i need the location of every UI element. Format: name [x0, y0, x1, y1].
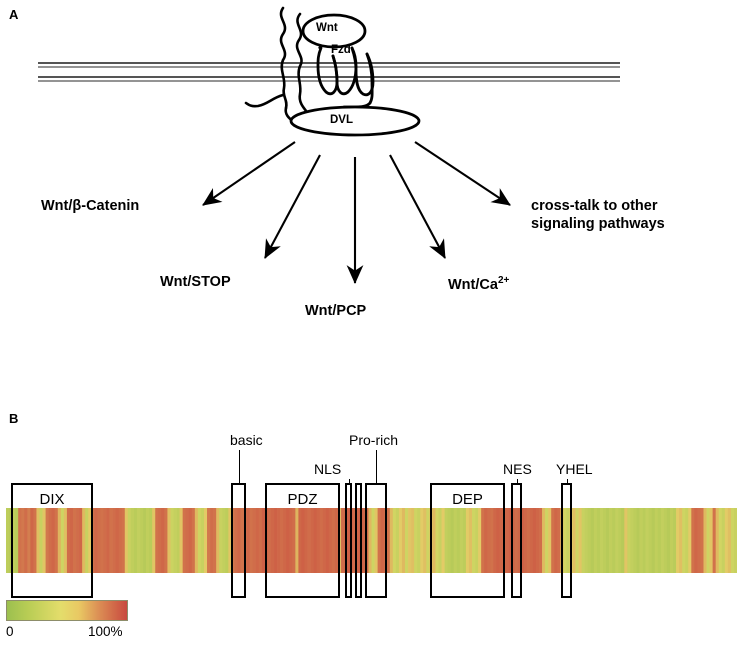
- domain-box-nes[interactable]: [511, 483, 522, 598]
- domain-callout-label-pro-rich: Pro-rich: [349, 432, 399, 448]
- pathway-label-wnt-pcp: Wnt/PCP: [305, 303, 367, 319]
- color-legend-max-label: 100%: [88, 624, 123, 639]
- cross-talk-line-1: cross-talk to other: [531, 198, 658, 214]
- domain-box-nls2[interactable]: [355, 483, 362, 598]
- lrp-receptor-icon: [244, 6, 298, 126]
- domain-callout-label-nes: NES: [503, 461, 532, 477]
- conservation-heatmap: [6, 508, 737, 573]
- wnt-ligand-icon: [301, 13, 367, 49]
- domain-box-pdz[interactable]: [265, 483, 340, 598]
- domain-callout-label-nls: NLS: [314, 461, 342, 477]
- domain-leader-line-pro-rich: [376, 450, 377, 483]
- domain-leader-line-nls: [348, 479, 350, 483]
- domain-box-label-dix: DIX: [39, 491, 65, 508]
- fzd-label: Fzd: [331, 44, 351, 56]
- panel-a: A: [9, 6, 665, 319]
- plasma-membrane: [38, 62, 620, 82]
- domain-box-pro-rich[interactable]: [365, 483, 387, 598]
- pathway-label-wnt-ca-superscript: 2+: [497, 275, 510, 286]
- panel-a-diagram: [38, 6, 620, 285]
- domain-box-dix[interactable]: [11, 483, 93, 598]
- panel-label-b: B: [9, 411, 19, 426]
- wnt-fzd-link-icon: [318, 44, 324, 49]
- dvl-node-icon: [289, 105, 421, 137]
- domain-box-basic[interactable]: [231, 483, 246, 598]
- domain-leader-line-nes: [516, 479, 518, 483]
- domain-leader-line-basic: [238, 450, 240, 483]
- color-legend-gradient: [6, 600, 128, 621]
- pathway-label-wnt-beta-catenin: Wnt/β-Catenin: [41, 198, 140, 214]
- domain-box-nls[interactable]: [345, 483, 352, 598]
- pathway-label-wnt-ca: Wnt/Ca2+: [448, 275, 509, 295]
- pathway-label-wnt-stop: Wnt/STOP: [160, 274, 231, 290]
- domain-box-dep[interactable]: [430, 483, 505, 598]
- pathway-arrows: [202, 141, 511, 285]
- wnt-label: Wnt: [316, 22, 338, 34]
- domain-box-label-dep: DEP: [452, 491, 483, 508]
- pathway-label-wnt-ca-base: Wnt/Ca: [448, 276, 498, 293]
- arrow-wnt-ca: [389, 154, 446, 259]
- arrow-cross-talk: [414, 141, 511, 206]
- domain-callout-label-yhel: YHEL: [556, 461, 593, 477]
- dvl-label: DVL: [330, 114, 353, 126]
- panel-label-a: A: [9, 7, 19, 22]
- color-legend: 0 100%: [6, 600, 128, 638]
- receptor-strand-2-icon: [295, 12, 312, 118]
- cross-talk-line-2: signaling pathways: [531, 215, 665, 232]
- arrow-wnt-stop: [264, 154, 321, 259]
- domain-box-yhel[interactable]: [561, 483, 572, 598]
- domain-box-label-pdz: PDZ: [287, 491, 318, 508]
- domain-callout-label-basic: basic: [230, 432, 263, 448]
- arrow-wnt-beta-catenin: [202, 141, 296, 206]
- conservation-heatmap-stripes: [6, 508, 737, 573]
- color-legend-min-label: 0: [6, 624, 14, 639]
- domain-leader-line-yhel: [566, 479, 568, 483]
